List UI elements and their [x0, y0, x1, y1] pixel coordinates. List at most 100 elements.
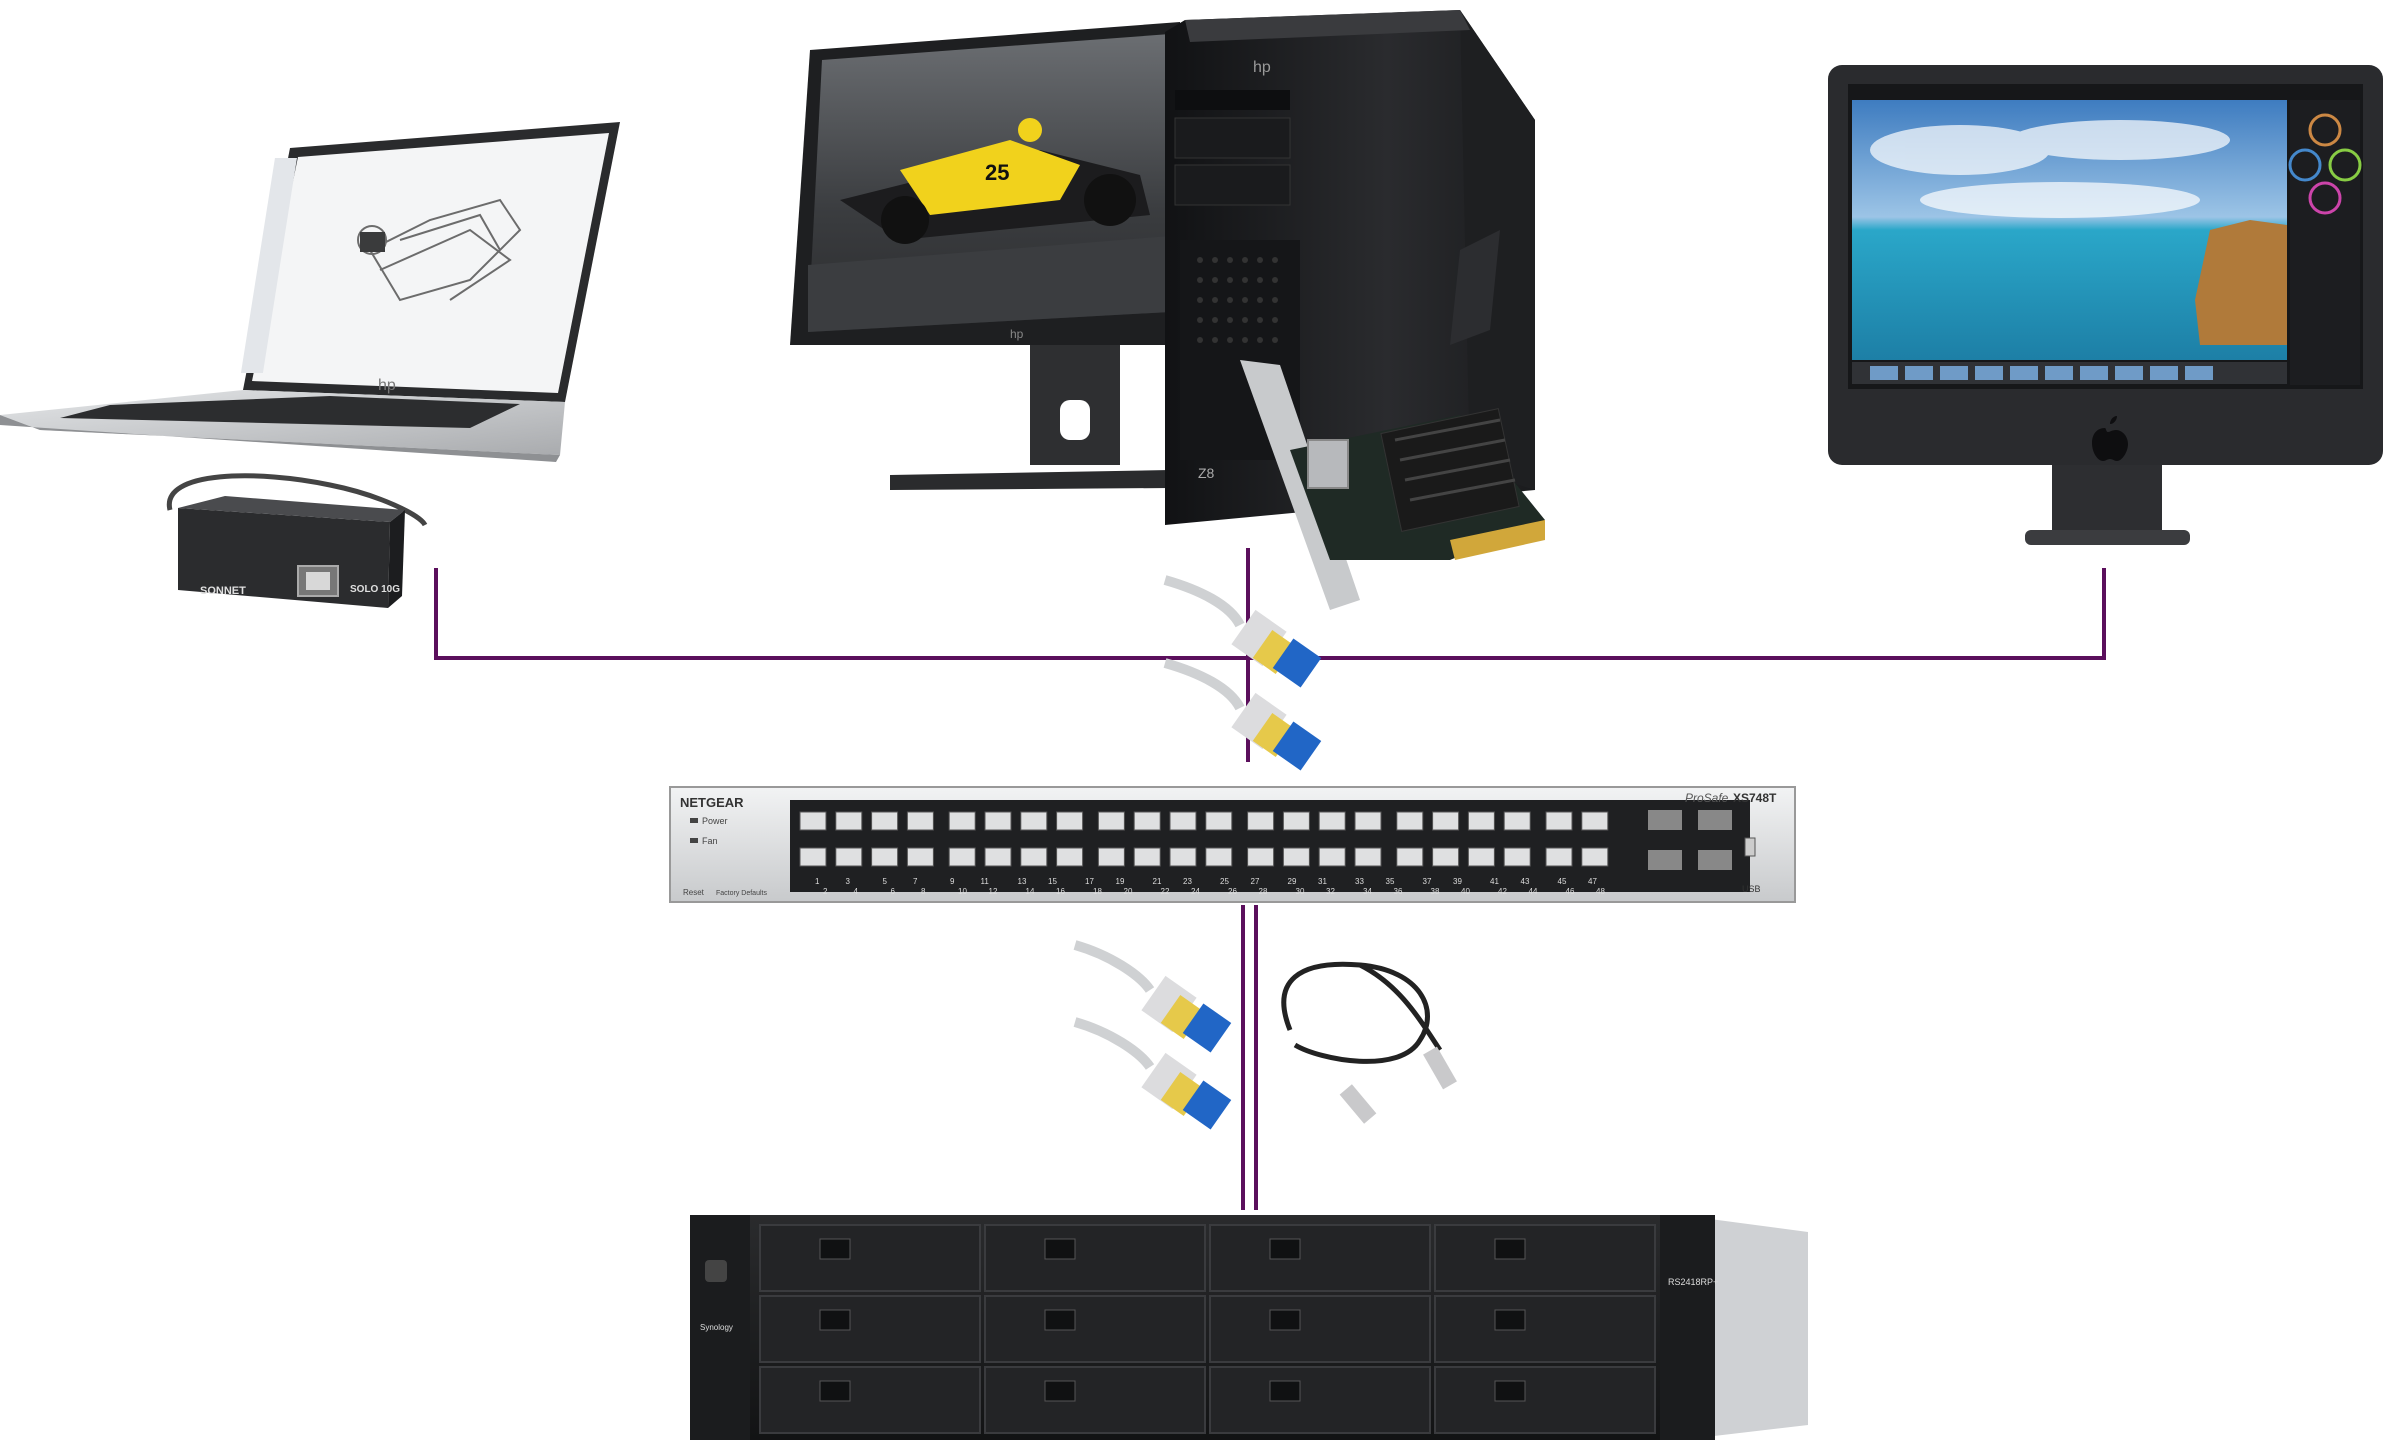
switch-port: [1318, 811, 1346, 831]
thunderbolt-cable: [166, 473, 428, 527]
port-label-top: 7: [913, 877, 918, 886]
port-label-top: 1: [815, 877, 820, 886]
power-label: Power: [702, 816, 728, 826]
monitor-icon: 25 hp: [790, 22, 1180, 490]
switch-port: [1432, 847, 1460, 867]
port-label-top: 15: [1048, 877, 1057, 886]
adapter-brand: SONNET: [200, 585, 246, 597]
port-label-top: 41: [1490, 877, 1499, 886]
port-label-bottom: 26: [1228, 887, 1237, 896]
port-label-bottom: 28: [1259, 887, 1268, 896]
switch-port: [799, 847, 827, 867]
switch-port: [906, 811, 934, 831]
port-label-top: 17: [1085, 877, 1094, 886]
port-label-bottom: 8: [921, 887, 926, 896]
tower-brand: hp: [1253, 59, 1271, 76]
switch-port: [1396, 847, 1424, 867]
port-label-bottom: 14: [1026, 887, 1035, 896]
nas-drive-latch: [1044, 1309, 1076, 1331]
port-label-bottom: 12: [989, 887, 998, 896]
port-label-bottom: 16: [1056, 887, 1065, 896]
switch-series: ProSafe: [1685, 791, 1729, 805]
nas-drive-bay: [1209, 1295, 1431, 1363]
switch-port: [1396, 811, 1424, 831]
port-label-top: 3: [846, 877, 851, 886]
port-label-top: 45: [1558, 877, 1567, 886]
port-label-bottom: 32: [1326, 887, 1335, 896]
switch-brand: NETGEAR: [680, 795, 744, 810]
usb-label: USB: [1742, 884, 1761, 894]
port-label-bottom: 34: [1363, 887, 1372, 896]
rj45-cable-icon: [1073, 940, 1232, 1053]
laptop-brand: hp: [378, 377, 396, 394]
port-label-top: 43: [1521, 877, 1530, 886]
thunderbolt-adapter-icon: SONNET SOLO 10G: [178, 496, 405, 608]
switch-port: [1282, 811, 1310, 831]
port-label-bottom: 42: [1498, 887, 1507, 896]
port-label-bottom: 22: [1161, 887, 1170, 896]
reset-label: Reset: [683, 888, 705, 897]
rj45-cable-icon: [1163, 575, 1322, 688]
port-label-top: 35: [1386, 877, 1395, 886]
nas-drive-bay: [1434, 1366, 1656, 1434]
port-label-bottom: 24: [1191, 887, 1200, 896]
port-label-bottom: 20: [1124, 887, 1133, 896]
port-label-bottom: 6: [891, 887, 896, 896]
switch-port: [948, 847, 976, 867]
apple-logo-icon: [2092, 416, 2128, 461]
switch-port: [1545, 847, 1573, 867]
port-label-top: 21: [1153, 877, 1162, 886]
pcie-network-card-icon: [1240, 360, 1545, 610]
switch-port: [1503, 847, 1531, 867]
switch-port: [1354, 847, 1382, 867]
nas-drive-latch: [1044, 1238, 1076, 1260]
imac-pro-icon: [1828, 65, 2383, 545]
fan-label: Fan: [702, 836, 718, 846]
port-label-top: 25: [1220, 877, 1229, 886]
port-label-bottom: 4: [854, 887, 859, 896]
nas-drive-bays: [759, 1224, 1656, 1434]
port-label-top: 23: [1183, 877, 1192, 886]
nas-drive-bay: [984, 1224, 1206, 1292]
switch-port-grid: [799, 811, 1609, 867]
monitor-brand: hp: [1010, 327, 1024, 341]
port-label-bottom: 44: [1529, 887, 1538, 896]
rackmount-nas-icon: Synology RS2418RP+: [690, 1215, 1808, 1440]
switch-port: [948, 811, 976, 831]
rj45-cable-icon: [1073, 1017, 1232, 1130]
port-label-top: 47: [1588, 877, 1597, 886]
port-label-top: 37: [1423, 877, 1432, 886]
switch-port: [871, 811, 899, 831]
nas-drive-bay: [759, 1224, 981, 1292]
nas-drive-latch: [819, 1380, 851, 1402]
port-label-top: 9: [950, 877, 955, 886]
factory-label: Factory Defaults: [716, 890, 767, 897]
switch-port: [1020, 811, 1048, 831]
connection-lines: [434, 548, 2106, 1210]
switch-port: [835, 811, 863, 831]
nas-drive-latch: [1269, 1380, 1301, 1402]
tower-model: Z8: [1198, 465, 1215, 481]
switch-port: [1133, 847, 1161, 867]
switch-port-labels: 1234567891011121314151617181920212223242…: [815, 877, 1605, 896]
switch-port: [1097, 847, 1125, 867]
switch-port: [1581, 847, 1609, 867]
nas-drive-bay: [1209, 1366, 1431, 1434]
switch-port: [1545, 811, 1573, 831]
port-label-top: 33: [1355, 877, 1364, 886]
nas-drive-latch: [1494, 1238, 1526, 1260]
switch-port: [1282, 847, 1310, 867]
switch-port: [1133, 811, 1161, 831]
port-label-top: 11: [981, 877, 990, 886]
port-label-bottom: 18: [1093, 887, 1102, 896]
switch-port: [1432, 811, 1460, 831]
port-label-top: 27: [1251, 877, 1260, 886]
port-label-top: 31: [1318, 877, 1327, 886]
adapter-model: SOLO 10G: [350, 584, 400, 595]
nas-drive-latch: [1044, 1380, 1076, 1402]
switch-port: [1097, 811, 1125, 831]
switch-port: [984, 847, 1012, 867]
nas-drive-latch: [1269, 1309, 1301, 1331]
port-label-bottom: 36: [1394, 887, 1403, 896]
nas-drive-bay: [1434, 1224, 1656, 1292]
